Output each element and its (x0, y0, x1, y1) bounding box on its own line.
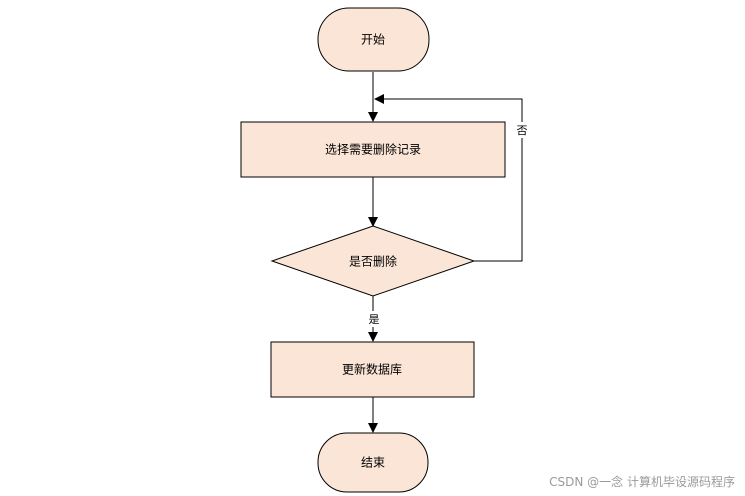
yes-label-bg (366, 311, 382, 327)
edge-label-no: 否 (517, 124, 528, 137)
start-node-label: 开始 (361, 33, 385, 47)
select-record-node-label: 选择需要删除记录 (325, 142, 421, 157)
end-node-label: 结束 (361, 456, 385, 470)
edge-label-yes: 是 (369, 313, 380, 326)
no-label-bg (514, 122, 530, 138)
update-database-node-label: 更新数据库 (342, 362, 402, 377)
start-node (317, 7, 430, 72)
decision-node-label: 是否删除 (349, 254, 397, 269)
decision-node (270, 225, 476, 297)
end-node (317, 432, 429, 493)
edge-decision-no (374, 94, 523, 262)
select-record-node (240, 121, 506, 178)
update-database-node (270, 341, 475, 398)
watermark-text: CSDN @一念 计算机毕设源码程序 (549, 475, 735, 489)
